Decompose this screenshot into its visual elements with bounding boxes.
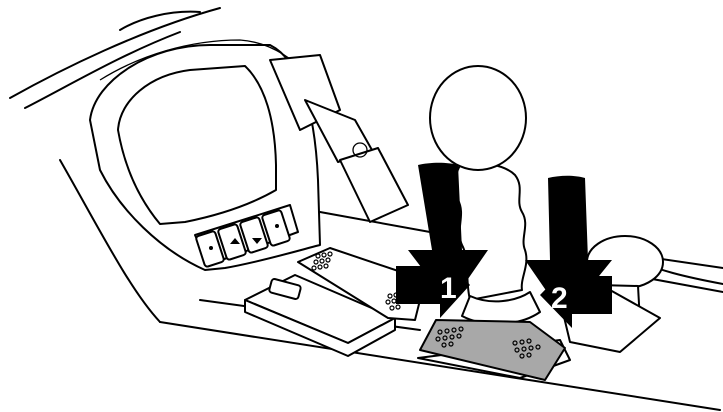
highlighted-pedal bbox=[418, 320, 570, 380]
step-1-label: 1 bbox=[440, 272, 457, 305]
step-2-label: 2 bbox=[551, 282, 568, 315]
